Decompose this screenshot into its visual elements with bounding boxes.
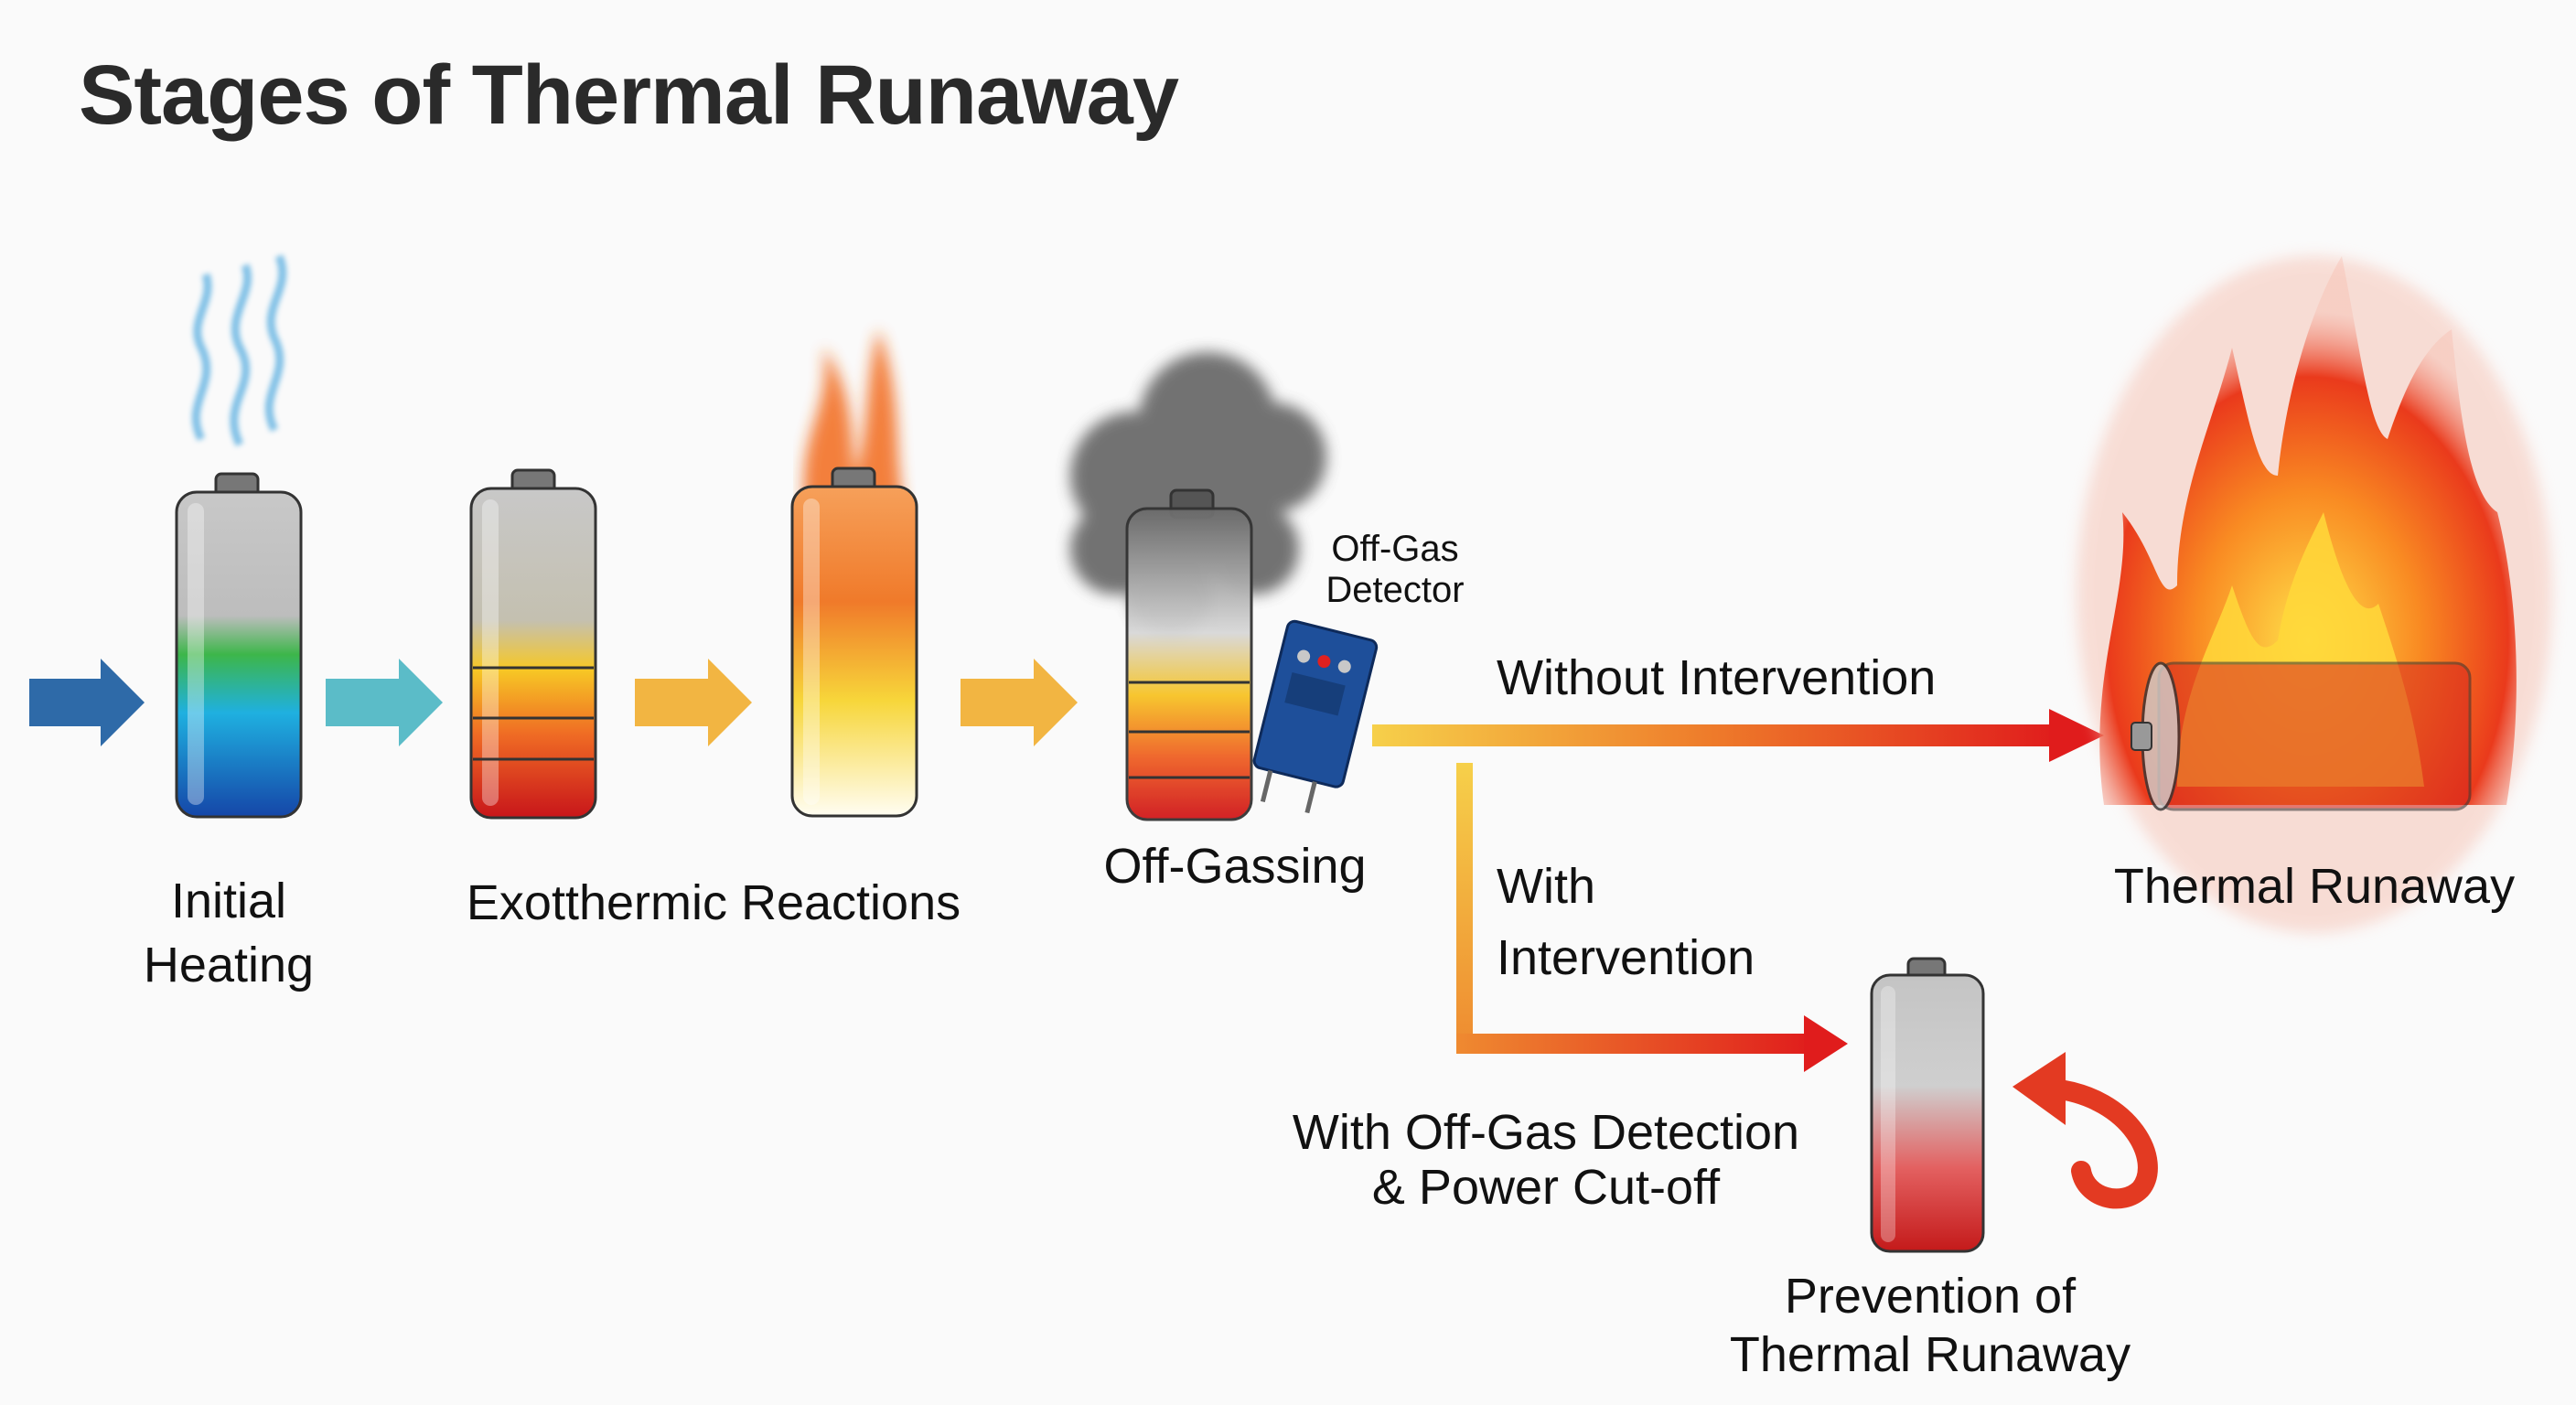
- battery-initial-heating: [175, 254, 303, 819]
- stage-label-exothermic: Exotthermic Reactions: [466, 875, 961, 930]
- battery-reacting: [790, 329, 918, 818]
- arrow-stage-1: [29, 659, 145, 746]
- method-label: With Off-Gas Detection & Power Cut-off: [1244, 1105, 1848, 1216]
- arrow-stage-2: [326, 659, 443, 746]
- outcome-label: Prevention of Thermal Runaway: [1701, 1268, 2159, 1384]
- label-line: With Off-Gas Detection: [1292, 1105, 1800, 1160]
- stage-label-off-gassing: Off-Gassing: [1103, 839, 1367, 894]
- stage-label-initial-heating: Initial Heating: [128, 869, 329, 997]
- detector-label: Off-Gas Detector: [1317, 529, 1473, 611]
- label-line: Off-Gas: [1331, 529, 1459, 569]
- label-line: Initial: [170, 874, 287, 928]
- battery-thermal-runaway: [2077, 256, 2552, 933]
- label-line: Prevention of: [1784, 1269, 2077, 1324]
- label-line: & Power Cut-off: [1371, 1160, 1721, 1216]
- flame-icon: [803, 329, 906, 512]
- heat-waves-icon: [191, 254, 287, 446]
- branch-label-with: With Intervention: [1497, 851, 1862, 994]
- arrow-stage-4: [961, 659, 1078, 746]
- label-line: Thermal Runaway: [1729, 1326, 2131, 1382]
- page-title: Stages of Thermal Runaway: [79, 48, 1179, 142]
- battery-off-gassing: [1070, 352, 1326, 821]
- arrow-without-intervention: [1372, 709, 2104, 762]
- label-line: Heating: [143, 938, 315, 993]
- label-line: Detector: [1326, 569, 1465, 610]
- arrow-with-intervention: [1456, 763, 1848, 1072]
- branch-label-without: Without Intervention: [1497, 650, 1937, 705]
- arrow-stage-3: [635, 659, 752, 746]
- battery-prevented: [1870, 957, 1985, 1253]
- stage-label-thermal-runaway: Thermal Runaway: [2113, 859, 2516, 914]
- curved-return-arrow-icon: [2012, 1052, 2158, 1209]
- battery-exothermic: [469, 468, 597, 820]
- label-line: With: [1497, 859, 1595, 914]
- label-line: Intervention: [1497, 930, 1755, 986]
- off-gas-detector-icon: [1252, 619, 1379, 814]
- fire-icon: [2077, 256, 2552, 933]
